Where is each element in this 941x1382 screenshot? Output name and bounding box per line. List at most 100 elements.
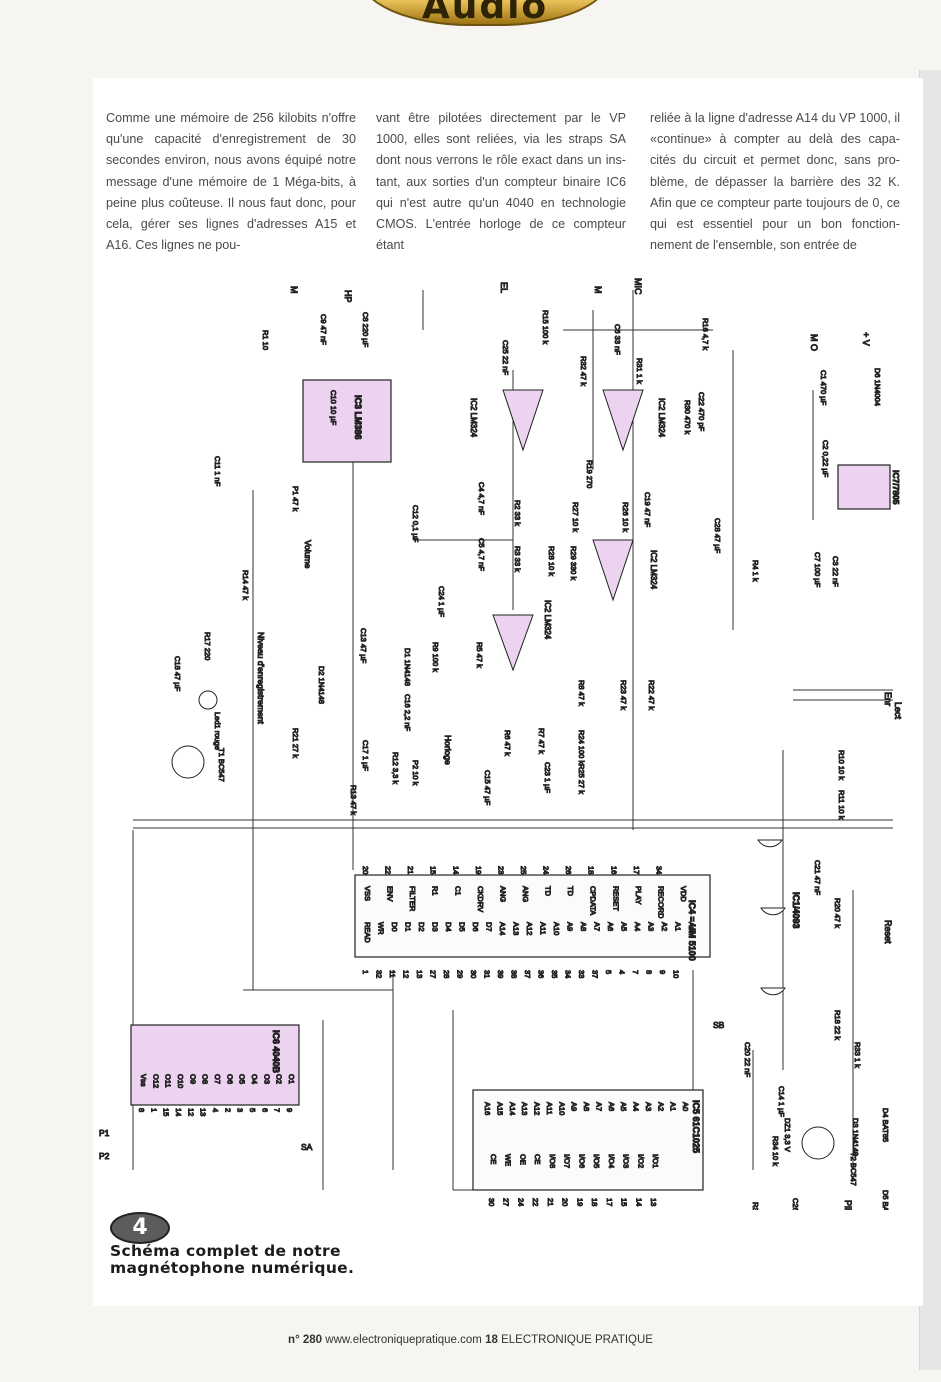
ic4-bottom-pin-label: D4 <box>444 922 453 932</box>
ic5-bottom-pin-number: 22 <box>531 1198 540 1206</box>
ic6-pin-label: O7 <box>213 1074 222 1084</box>
ic7-label: IC7/7805 <box>891 470 901 505</box>
p1-terminal: P1 <box>99 1128 110 1138</box>
ic6-pin-number: 15 <box>162 1108 171 1116</box>
ic5-top-pin-label: A0 <box>681 1102 690 1111</box>
component-c21: C21 47 nF <box>813 860 822 895</box>
niveau-label: Niveau d'enregistrement <box>256 632 266 725</box>
ic4-bottom-pin-number: 39 <box>496 970 505 978</box>
ic4-top-pin-label: CKDRV <box>476 886 485 912</box>
ic2b-label: IC2 LM324 <box>657 398 666 438</box>
ic4-bottom-pin-number: 36 <box>537 970 546 978</box>
mic-terminal: MIC <box>633 278 643 295</box>
ic6-pin-label: O10 <box>176 1074 185 1088</box>
battery-label: Pile Li 3 V <box>843 1200 853 1210</box>
component-r4: R4 1 k <box>751 560 760 582</box>
component-c9: C9 47 nF <box>319 314 328 345</box>
m-terminal-1: M <box>289 286 299 294</box>
ic5-top-pin-label: A4 <box>632 1102 641 1111</box>
ic2-opamp-d <box>492 614 534 672</box>
ic4-top-pin-number: 14 <box>451 866 460 874</box>
ic4-top-pin-number: 23 <box>496 866 505 874</box>
component-r18: R18 22 k <box>833 1010 842 1040</box>
issue-number: n° 280 <box>288 1334 323 1346</box>
ic4-chip <box>354 874 711 958</box>
ic4-bottom-pin-number: 37 <box>591 970 600 978</box>
m-terminal-2: M <box>593 286 603 294</box>
ic4-bottom-pin-number: 38 <box>510 970 519 978</box>
ic5-top-pin-label: A1 <box>669 1102 678 1111</box>
component-r27: R27 10 k <box>571 502 580 532</box>
lect-terminal: Lect <box>893 702 903 720</box>
component-d4: D4 BAT85 <box>881 1108 890 1142</box>
ic4-bottom-pin-label: WR <box>377 922 386 935</box>
ic4-top-pin-number: 15 <box>429 866 438 874</box>
component-d5: D5 BAT85 <box>881 1190 890 1210</box>
ic4-bottom-pin-number: 4 <box>618 970 627 974</box>
component-t1: T1 BC547 <box>217 748 226 782</box>
t1-transistor <box>171 745 205 779</box>
ic6-pin-number: 5 <box>248 1108 257 1112</box>
ic5-bottom-pin-label: I/O8 <box>548 1154 557 1168</box>
ic4-top-pin-label: RECORD <box>656 886 665 919</box>
ic4-bottom-pin-number: 9 <box>658 970 667 974</box>
component-c22: C22 470 pF <box>697 392 706 432</box>
ic4-bottom-pin-label: A12 <box>525 922 534 935</box>
ic4-top-pin-number: 20 <box>361 866 370 874</box>
component-c15: C15 47 µF <box>483 770 492 806</box>
ic5-bottom-pin-label: OE <box>518 1154 527 1165</box>
ic6-label: IC6 4040B <box>271 1030 281 1074</box>
component-d1: D1 1N4148 <box>403 648 412 686</box>
ic4-bottom-pin-number: 5 <box>604 970 613 974</box>
ic6-pin-label: O8 <box>201 1074 210 1084</box>
component-c2: C2 0,22 µF <box>821 440 830 478</box>
component-r1: R1 10 <box>261 330 270 350</box>
ic1-label: IC1/4093 <box>791 892 801 929</box>
figure-caption: Schéma complet de notre magnétophone num… <box>110 1242 355 1277</box>
ic6-pin-number: 3 <box>236 1108 245 1112</box>
ic4-bottom-pin-number: 11 <box>388 970 397 978</box>
ic5-bottom-pin-number: 21 <box>546 1198 555 1206</box>
ic4-bottom-pin-label: A8 <box>579 922 588 931</box>
ic4-bottom-pin-number: 30 <box>469 970 478 978</box>
ic5-top-pin-label: A7 <box>594 1102 603 1111</box>
ic4-top-pin-label: VSS <box>363 886 372 901</box>
ic4-bottom-pin-number: 33 <box>577 970 586 978</box>
ic6-pin-number: 1 <box>149 1108 158 1112</box>
ic4-top-pin-number: 25 <box>519 866 528 874</box>
component-c19: C19 47 nF <box>643 492 652 527</box>
ic5-bottom-pin-number: 30 <box>487 1198 496 1206</box>
section-title: Audio <box>421 0 549 26</box>
ic4-bottom-pin-number: 7 <box>631 970 640 974</box>
component-t2: T2 BC547 <box>849 1152 858 1186</box>
ic6-pin-label: O3 <box>262 1074 271 1084</box>
ic5-label: IC5 61C1025 <box>691 1100 701 1153</box>
ic6-pin-label: O12 <box>151 1074 160 1088</box>
ic6-pin-number: 7 <box>273 1108 282 1112</box>
component-dz1: DZ1 3,3 V <box>783 1118 792 1152</box>
ic4-bottom-pin-label: D6 <box>471 922 480 932</box>
ic5-bottom-pin-label: I/O7 <box>563 1154 572 1168</box>
ic1-gate-b <box>760 907 786 916</box>
component-c7: C7 100 µF <box>813 552 822 588</box>
site-url: www.electroniquepratique.com <box>325 1334 482 1346</box>
ic5-top-pin-label: A14 <box>508 1102 517 1115</box>
component-r2: R2 33 k <box>513 500 522 526</box>
circuit-schematic: IC4 = UM 5100 VSS20ENV22FILTER21R115C114… <box>99 278 904 1211</box>
ic4-bottom-pin-label: D1 <box>404 922 413 932</box>
component-d6: D6 1N4004 <box>873 368 882 406</box>
ic4-top-pin-number: 34 <box>654 866 663 874</box>
component-r34: R34 10 k <box>771 1136 780 1166</box>
component-c12: C12 0,1 µF <box>411 505 420 543</box>
ic4-bottom-pin-label: A14 <box>498 922 507 935</box>
ic5-bottom-pin-number: 20 <box>561 1198 570 1206</box>
component-r10: R10 10 k <box>837 750 846 780</box>
ic3-label: IC3 LM386 <box>353 395 363 440</box>
ic4-bottom-pin-label: A7 <box>593 922 602 931</box>
ic5-top-pin-label: A5 <box>619 1102 628 1111</box>
p2-terminal: P2 <box>99 1151 110 1161</box>
ic6-pin-number: 8 <box>137 1108 146 1112</box>
ic4-bottom-pin-number: 13 <box>415 970 424 978</box>
sb-strap-label: SB <box>713 1020 725 1030</box>
component-c8: C8 220 µF <box>361 312 370 348</box>
